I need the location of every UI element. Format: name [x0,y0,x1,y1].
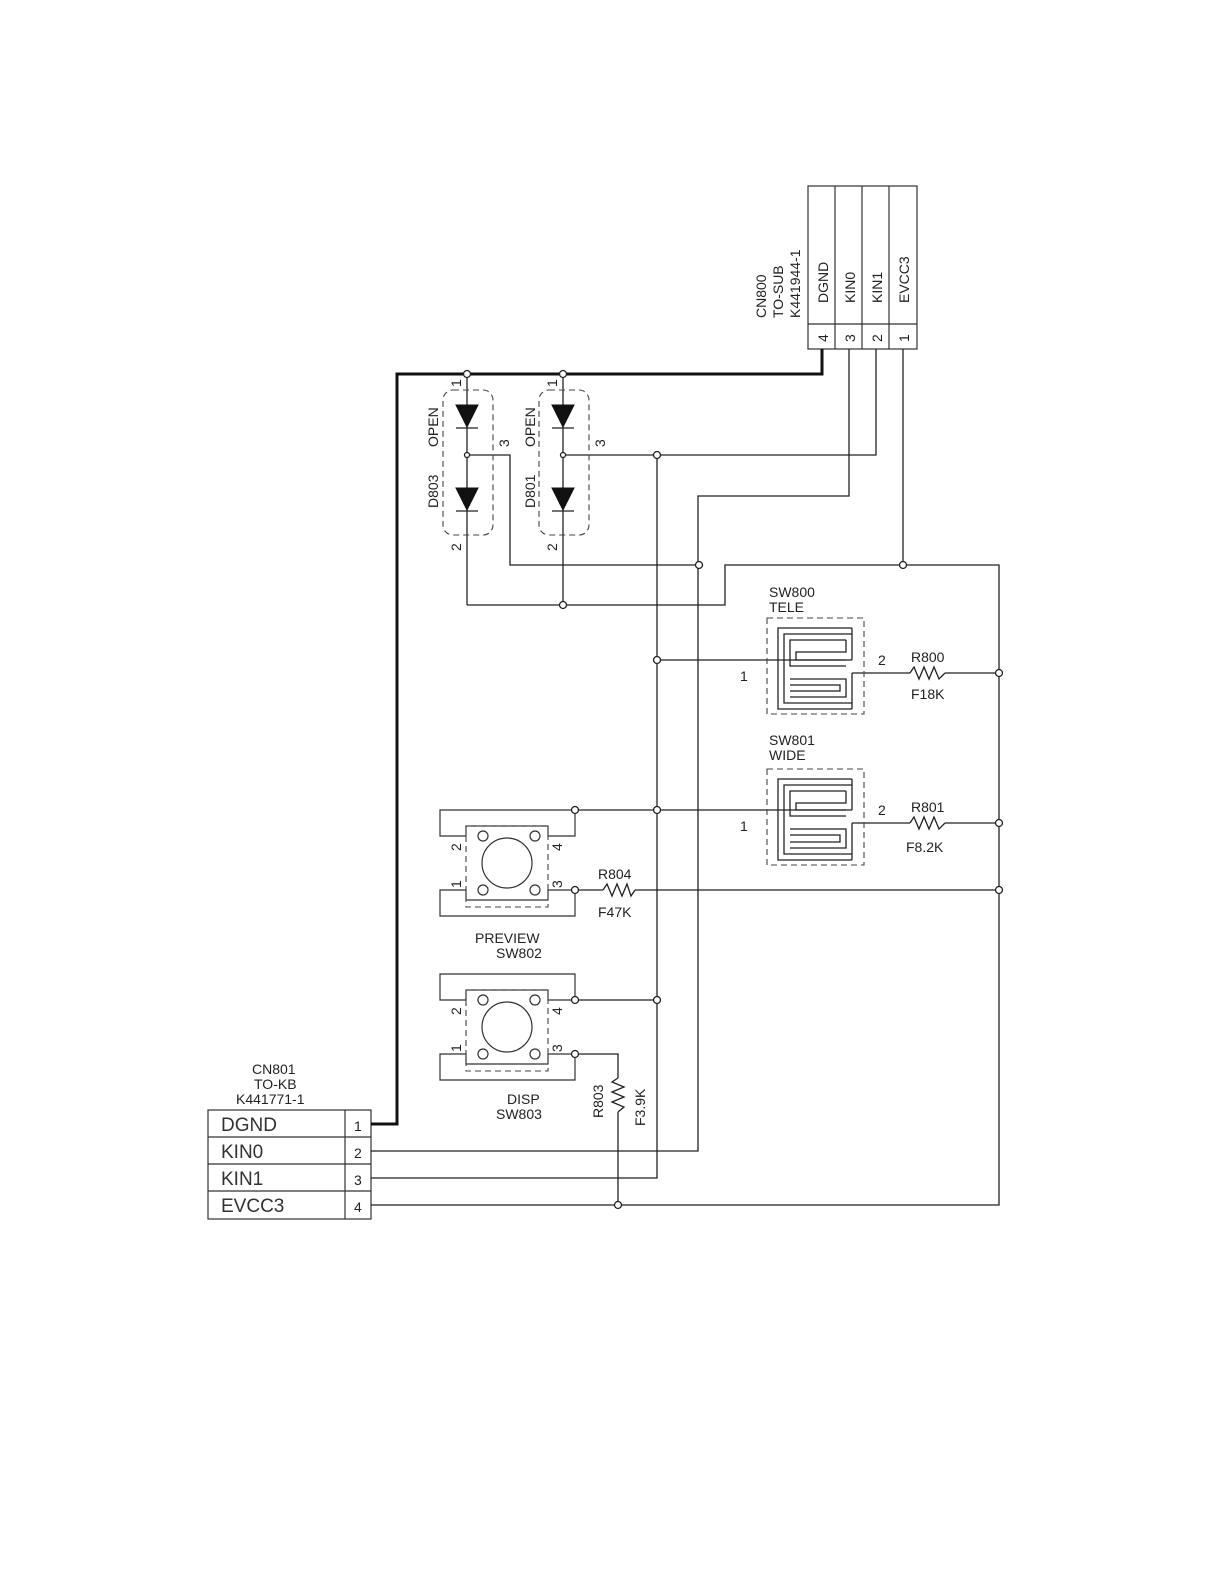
cn801-pin2-num: 2 [354,1145,362,1161]
sw800-pin2: 2 [878,652,886,668]
r801-ref: R801 [911,799,945,815]
sw803-func: DISP [507,1091,540,1107]
cn801-pin4-num: 4 [354,1199,362,1215]
resistor-r801: R801 F8.2K [906,799,945,855]
d803-label: OPEN [425,407,441,447]
connector-cn800: DGND KIN0 KIN1 EVCC3 4 3 2 1 CN800 TO-SU… [753,186,917,349]
cn800-pin2-name: KIN1 [869,272,885,303]
r803-ref: R803 [590,1084,606,1118]
sw801-pin2: 2 [878,802,886,818]
cn800-pin2-num: 2 [869,334,885,342]
cn801-pin3-name: KIN1 [221,1169,263,1190]
cn801-part: K441771-1 [236,1091,305,1107]
sw802-p4: 4 [549,843,565,851]
sw801-func: WIDE [769,747,806,763]
cn800-pin4-name: DGND [815,262,831,303]
cn801-desc: TO-KB [254,1076,297,1092]
sw803-p2: 2 [448,1007,464,1015]
cn800-ref: CN800 [753,274,769,318]
cn801-pin4-name: EVCC3 [221,1196,284,1217]
sw802-ref: SW802 [496,945,542,961]
switch-sw802: 2 1 4 3 PREVIEW SW802 [440,810,575,961]
cn801-pin2-name: KIN0 [221,1142,263,1163]
cn800-pin3-name: KIN0 [842,272,858,303]
resistor-r800: R800 F18K [910,649,945,702]
cn800-part: K441944-1 [787,249,803,318]
d801-ref: D801 [522,474,538,508]
d801-pin3: 3 [592,439,608,447]
cn801-pin1-name: DGND [221,1115,277,1136]
switch-sw801: SW801 WIDE 1 2 [740,732,886,865]
r804-value: F47K [598,904,632,920]
d803-pin2: 2 [448,543,464,551]
cn800-pin1-name: EVCC3 [896,256,912,303]
sw802-p2: 2 [448,843,464,851]
sw802-func: PREVIEW [475,930,540,946]
d803-pin1: 1 [448,379,464,387]
cn800-pin4-num: 4 [815,334,831,342]
d801-label: OPEN [522,407,538,447]
diode-d803: D803 OPEN 1 2 3 [425,379,512,551]
cn800-pin3-num: 3 [842,334,858,342]
resistor-r803: R803 F3.9K [590,1078,648,1126]
sw803-p3: 3 [549,1044,565,1052]
r803-value: F3.9K [632,1088,648,1126]
cn801-ref: CN801 [252,1061,296,1077]
r800-value: F18K [911,686,945,702]
diode-d801: D801 OPEN 1 2 3 [522,379,608,551]
r800-ref: R800 [911,649,945,665]
sw803-ref: SW803 [496,1106,542,1122]
resistor-r804: R804 F47K [598,866,635,920]
d801-pin1: 1 [544,379,560,387]
d803-pin3: 3 [496,439,512,447]
cn801-pin1-num: 1 [354,1118,362,1134]
r801-value: F8.2K [906,839,944,855]
wires [371,349,999,1205]
sw800-ref: SW800 [769,584,815,600]
connector-cn801: DGND KIN0 KIN1 EVCC3 1 2 3 4 CN801 TO-KB… [208,1061,371,1219]
sw800-func: TELE [769,599,804,615]
sw802-p1: 1 [448,880,464,888]
sw803-p1: 1 [448,1044,464,1052]
r804-ref: R804 [598,866,632,882]
switch-sw803: 2 1 4 3 DISP SW803 [440,974,575,1122]
sw802-p3: 3 [549,880,565,888]
sw801-pin1: 1 [740,818,748,834]
sw801-ref: SW801 [769,732,815,748]
cn800-pin1-num: 1 [896,334,912,342]
d803-ref: D803 [425,474,441,508]
sw803-p4: 4 [549,1007,565,1015]
switch-sw800: SW800 TELE 1 2 [740,584,886,714]
d801-pin2: 2 [544,543,560,551]
cn800-desc: TO-SUB [770,265,786,318]
sw800-pin1: 1 [740,668,748,684]
cn801-pin3-num: 3 [354,1172,362,1188]
